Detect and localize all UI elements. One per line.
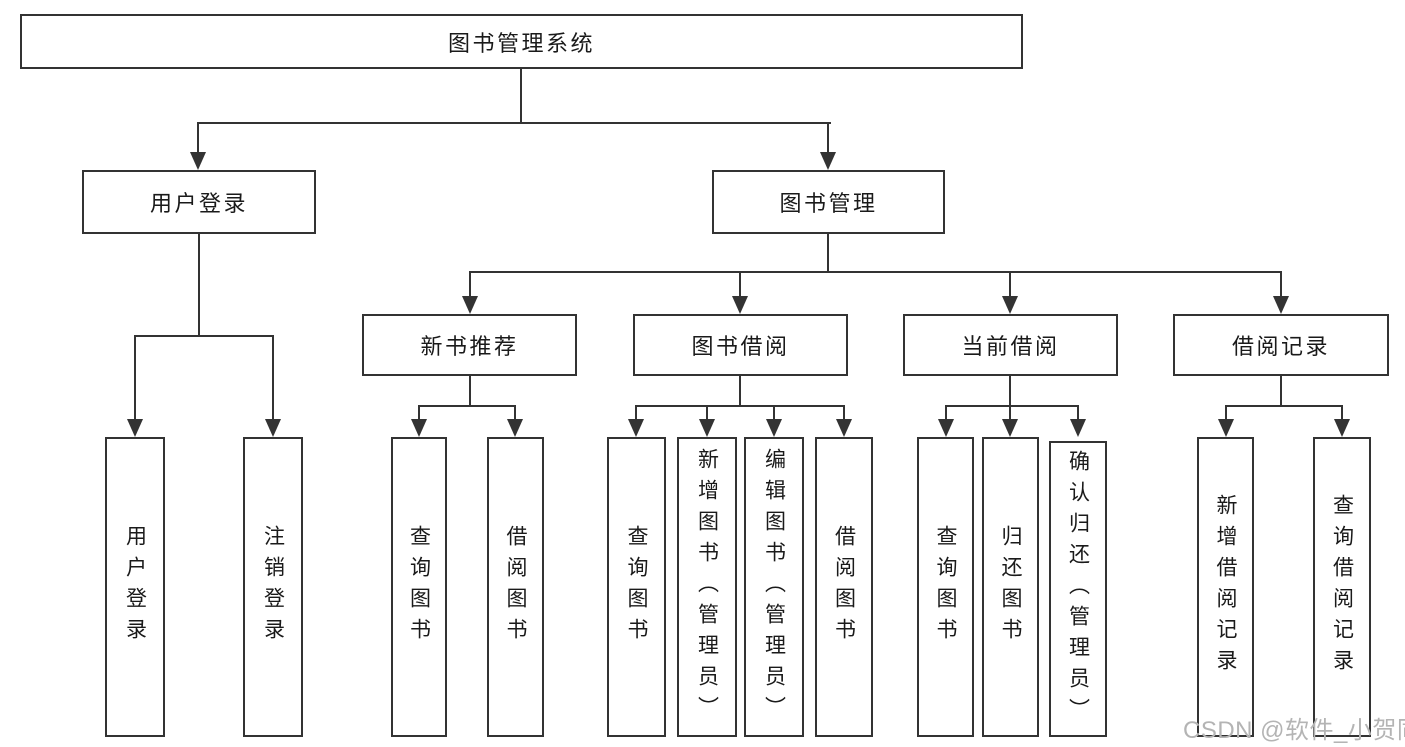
connector-stem-bb-add <box>706 405 708 421</box>
leaf-cb-return-books: 归还图书 <box>982 437 1039 737</box>
leaf-cb-query-books: 查询图书 <box>917 437 974 737</box>
leaf-logout: 注销登录 <box>243 437 303 737</box>
connector-stem-book-management <box>827 122 829 154</box>
leaf-br-query-record: 查询借阅记录 <box>1313 437 1371 737</box>
leaf-cb-confirm-return-admin: 确认归还（管理员） <box>1049 441 1107 737</box>
connector-root-split <box>198 122 831 124</box>
connector-stem-nb-borrow <box>514 405 516 421</box>
node-user-login-label: 用户登录 <box>149 191 248 216</box>
node-root: 图书管理系统 <box>20 14 1023 69</box>
arrowhead-book-management <box>820 152 836 170</box>
leaf-bb-add-books-admin: 新增图书（管理员） <box>677 437 737 737</box>
arrowhead-bb-query <box>628 419 644 437</box>
connector-book-borrow-split <box>635 405 844 407</box>
connector-current-borrow-stub <box>1009 376 1011 405</box>
leaf-cb-confirm-return-admin-label: 确认归还（管理员） <box>1066 449 1090 729</box>
leaf-user-login: 用户登录 <box>105 437 165 737</box>
connector-borrow-records-split <box>1225 405 1342 407</box>
arrowhead-cb-confirm <box>1070 419 1086 437</box>
connector-borrow-records-stub <box>1280 376 1282 405</box>
node-root-label: 图书管理系统 <box>447 30 595 56</box>
arrowhead-cb-query <box>938 419 954 437</box>
connector-stem-bb-query <box>635 405 637 421</box>
connector-stem-cb-confirm <box>1077 405 1079 421</box>
node-book-management: 图书管理 <box>712 170 945 234</box>
leaf-user-login-label: 用户登录 <box>123 525 147 649</box>
connector-stem-new-book <box>469 271 471 299</box>
arrowhead-current-borrow <box>1002 296 1018 314</box>
connector-stem-bb-borrow <box>843 405 845 421</box>
node-borrowing-records: 借阅记录 <box>1173 314 1389 376</box>
arrowhead-leaf-logout <box>265 419 281 437</box>
leaf-cb-return-books-label: 归还图书 <box>999 525 1022 649</box>
node-book-borrowing-label: 图书借阅 <box>691 334 790 359</box>
connector-book-borrow-stub <box>739 376 741 405</box>
leaf-bb-borrow-books: 借阅图书 <box>815 437 873 737</box>
arrowhead-bb-borrow <box>836 419 852 437</box>
arrowhead-new-book <box>462 296 478 314</box>
leaf-cb-query-books-label: 查询图书 <box>934 525 957 649</box>
leaf-br-add-record: 新增借阅记录 <box>1197 437 1254 737</box>
arrowhead-leaf-login <box>127 419 143 437</box>
connector-current-borrow-split <box>945 405 1078 407</box>
leaf-bb-add-books-admin-label: 新增图书（管理员） <box>695 447 719 727</box>
csdn-watermark: CSDN @软件_小贺同学 <box>1183 717 1405 744</box>
arrowhead-nb-query <box>411 419 427 437</box>
leaf-bb-borrow-books-label: 借阅图书 <box>832 525 856 649</box>
arrowhead-user-login <box>190 152 206 170</box>
connector-new-book-stub <box>469 376 471 405</box>
node-borrowing-records-label: 借阅记录 <box>1231 334 1330 359</box>
leaf-logout-label: 注销登录 <box>261 525 285 649</box>
connector-stem-user-login <box>197 122 199 154</box>
connector-root-stub <box>520 69 522 122</box>
arrowhead-br-query <box>1334 419 1350 437</box>
leaf-br-query-record-label: 查询借阅记录 <box>1330 494 1354 680</box>
leaf-nb-query-books-label: 查询图书 <box>407 525 431 649</box>
node-new-book-recommend-label: 新书推荐 <box>420 334 519 359</box>
connector-new-book-split <box>418 405 516 407</box>
leaf-bb-edit-books-admin: 编辑图书（管理员） <box>744 437 804 737</box>
node-user-login: 用户登录 <box>82 170 316 234</box>
connector-stem-leaf-logout <box>272 335 274 421</box>
arrowhead-book-borrow <box>732 296 748 314</box>
connector-book-management-split <box>470 271 1281 273</box>
leaf-nb-query-books: 查询图书 <box>391 437 447 737</box>
arrowhead-borrow-records <box>1273 296 1289 314</box>
connector-stem-nb-query <box>418 405 420 421</box>
leaf-nb-borrow-books: 借阅图书 <box>487 437 544 737</box>
connector-stem-cb-return <box>1009 405 1011 421</box>
leaf-br-add-record-label: 新增借阅记录 <box>1214 494 1237 680</box>
connector-book-management-stub <box>827 234 829 271</box>
connector-user-login-split <box>134 335 274 337</box>
leaf-bb-edit-books-admin-label: 编辑图书（管理员） <box>762 447 786 727</box>
node-book-borrowing: 图书借阅 <box>633 314 848 376</box>
connector-stem-leaf-login <box>134 335 136 421</box>
arrowhead-br-add <box>1218 419 1234 437</box>
leaf-bb-query-books-label: 查询图书 <box>625 525 648 649</box>
arrowhead-bb-edit <box>766 419 782 437</box>
node-book-management-label: 图书管理 <box>779 191 878 216</box>
node-current-borrowing: 当前借阅 <box>903 314 1118 376</box>
connector-stem-br-query <box>1341 405 1343 421</box>
leaf-bb-query-books: 查询图书 <box>607 437 666 737</box>
node-new-book-recommend: 新书推荐 <box>362 314 577 376</box>
arrowhead-bb-add <box>699 419 715 437</box>
connector-user-login-stub <box>198 234 200 335</box>
connector-stem-book-borrow <box>739 271 741 299</box>
leaf-nb-borrow-books-label: 借阅图书 <box>504 525 527 649</box>
arrowhead-cb-return <box>1002 419 1018 437</box>
connector-stem-current-borrow <box>1009 271 1011 299</box>
connector-stem-bb-edit <box>773 405 775 421</box>
connector-stem-cb-query <box>945 405 947 421</box>
connector-stem-br-add <box>1225 405 1227 421</box>
arrowhead-nb-borrow <box>507 419 523 437</box>
node-current-borrowing-label: 当前借阅 <box>961 334 1060 359</box>
connector-stem-borrow-records <box>1280 271 1282 299</box>
